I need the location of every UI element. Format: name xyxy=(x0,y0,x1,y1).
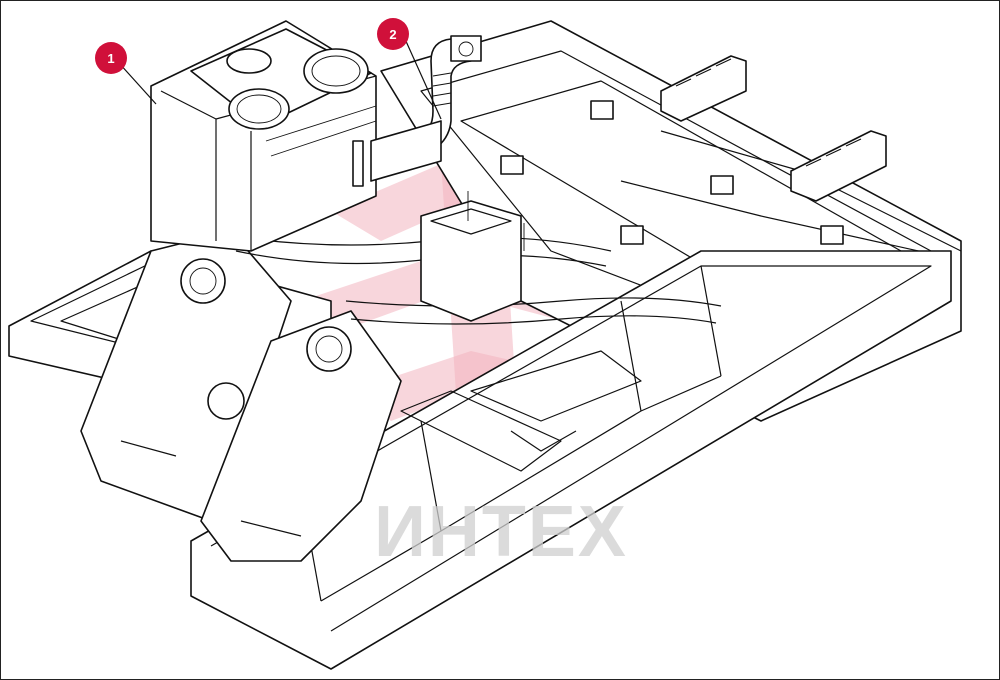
suction-hose xyxy=(370,35,482,182)
callout-2-leader xyxy=(404,38,442,120)
boom-mount-brackets xyxy=(80,191,722,562)
callout-1: 1 xyxy=(95,42,127,74)
callout-2: 2 xyxy=(377,18,409,50)
callout-2-number: 2 xyxy=(389,27,396,42)
callout-1-leader xyxy=(118,62,157,105)
hydraulic-tank xyxy=(150,20,377,252)
callout-1-number: 1 xyxy=(107,51,114,66)
watermark-text: ИНТЕХ xyxy=(374,492,628,572)
